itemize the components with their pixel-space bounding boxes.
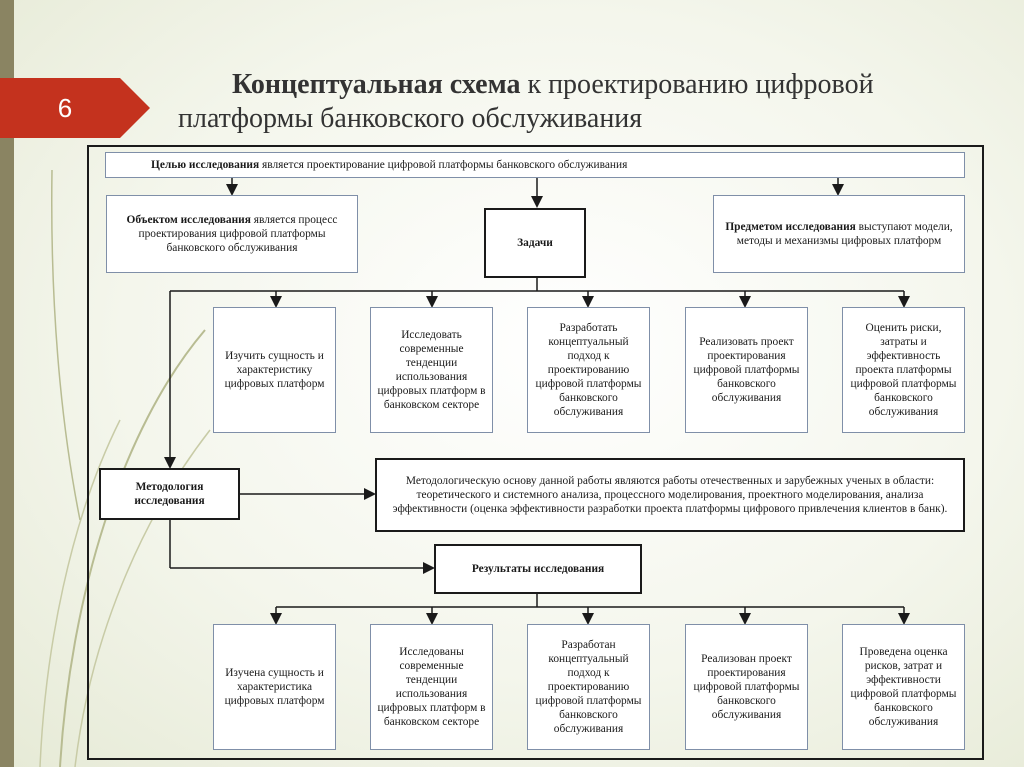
subject-label: Предметом исследования (725, 221, 856, 233)
task-item-3: Разработать концептуальный подход к прое… (527, 307, 650, 433)
result-item-5: Проведена оценка рисков, затрат и эффект… (842, 624, 965, 750)
goal-label: Целью исследования (151, 159, 260, 171)
task-item-1: Изучить сущность и характеристику цифров… (213, 307, 336, 433)
slide-number-badge (0, 78, 150, 138)
methodology-box: Методология исследования (99, 468, 240, 520)
result-item-2: Исследованы современные тенденции исполь… (370, 624, 493, 750)
tasks-box: Задачи (484, 208, 586, 278)
diagram-frame (87, 145, 984, 760)
research-object-box: Объектом исследования является процесс п… (106, 195, 358, 273)
methodology-description-box: Методологическую основу данной работы яв… (375, 458, 965, 532)
object-label: Объектом исследования (126, 214, 251, 226)
title-line2: платформы банковского обслуживания (178, 103, 643, 134)
slide-number: 6 (57, 93, 73, 123)
task-item-5: Оценить риски, затраты и эффективность п… (842, 307, 965, 433)
object-text: является процесс проектирования цифровой… (138, 214, 338, 254)
result-item-1: Изучена сущность и характеристика цифров… (213, 624, 336, 750)
left-accent-bar (0, 0, 14, 767)
title-line1-rest: к проектированию цифровой (520, 69, 874, 100)
title-bold: Концептуальная схема (232, 69, 521, 100)
task-item-4: Реализовать проект проектирования цифров… (685, 307, 808, 433)
subject-text: выступают модели, методы и механизмы циф… (736, 221, 953, 247)
research-subject-box: Предметом исследования выступают модели,… (713, 195, 965, 273)
result-item-4: Реализован проект проектирования цифрово… (685, 624, 808, 750)
results-box: Результаты исследования (434, 544, 642, 594)
task-item-2: Исследовать современные тенденции исполь… (370, 307, 493, 433)
goal-text: является проектирование цифровой платфор… (259, 159, 628, 171)
slide-title: Концептуальная схема к проектированию ци… (178, 68, 998, 136)
research-goal-box: Целью исследования является проектирован… (105, 152, 965, 178)
result-item-3: Разработан концептуальный подход к проек… (527, 624, 650, 750)
